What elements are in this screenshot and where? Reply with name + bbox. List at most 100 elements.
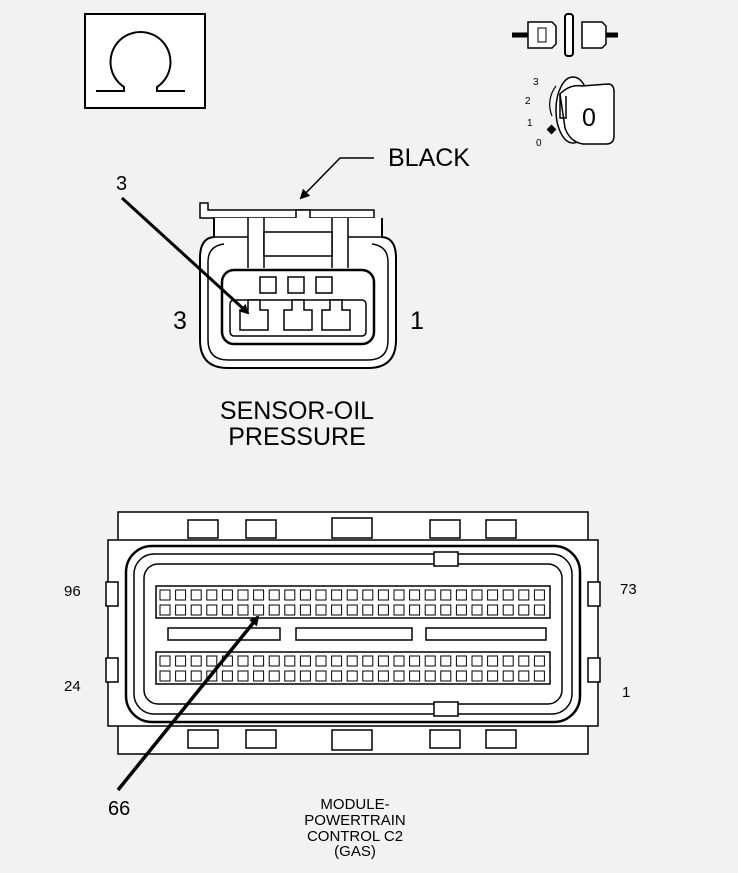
oil-pressure-sensor-connector xyxy=(199,202,397,369)
pin-cavity xyxy=(502,604,514,616)
pin-cavity xyxy=(487,604,499,616)
pin-cavity xyxy=(346,655,358,667)
pin-cavity xyxy=(299,670,311,682)
module-title-line-3: CONTROL C2 xyxy=(306,827,404,845)
pin-cavity xyxy=(502,670,514,682)
pin-cavity xyxy=(502,655,514,667)
pin-grid xyxy=(155,585,551,685)
pin-cavity xyxy=(346,670,358,682)
pin-cavity xyxy=(440,589,452,601)
module-title-line-4: (GAS) xyxy=(334,843,376,861)
pin-cavity xyxy=(175,604,187,616)
pin-cavity xyxy=(331,589,343,601)
wire-color-label: BLACK xyxy=(388,144,470,172)
pin-cavity xyxy=(299,589,311,601)
pin-cavity xyxy=(284,604,296,616)
pin-cavity xyxy=(487,589,499,601)
module-title-line-2: POWERTRAIN xyxy=(304,811,406,829)
pin-cavity xyxy=(440,604,452,616)
pin-cavity xyxy=(362,655,374,667)
pin-cavity xyxy=(159,589,171,601)
key-position-2: 2 xyxy=(525,96,531,107)
module-callout-pin-label: 66 xyxy=(108,798,131,820)
pin-cavity xyxy=(377,655,389,667)
pin-cavity xyxy=(190,604,202,616)
pin-cavity xyxy=(518,655,530,667)
pin-cavity xyxy=(455,670,467,682)
sensor-title-line-1: SENSOR-OIL xyxy=(219,397,375,425)
pin-cavity xyxy=(206,655,218,667)
module-pin-label-73: 73 xyxy=(620,581,637,598)
ohmmeter-icon xyxy=(84,13,206,109)
pin-cavity xyxy=(175,655,187,667)
pin-cavity xyxy=(299,604,311,616)
pin-cavity xyxy=(377,589,389,601)
pin-cavity xyxy=(284,589,296,601)
pin-cavity xyxy=(253,604,265,616)
pin-cavity xyxy=(518,604,530,616)
pin-cavity xyxy=(284,655,296,667)
module-pin-label-1: 1 xyxy=(622,684,631,701)
pin-cavity xyxy=(533,589,545,601)
key-position-1: 1 xyxy=(527,118,533,129)
sensor-left-pin-label: 3 xyxy=(173,307,187,335)
pin-cavity xyxy=(175,589,187,601)
key-position-3: 3 xyxy=(533,77,539,88)
pin-cavity xyxy=(315,670,327,682)
powertrain-module-connector xyxy=(105,511,601,755)
pin-cavity xyxy=(268,670,280,682)
module-pin-label-24: 24 xyxy=(64,678,81,695)
pin-cavity xyxy=(346,589,358,601)
pin-cavity xyxy=(409,655,421,667)
pin-cavity xyxy=(471,589,483,601)
pin-cavity xyxy=(455,655,467,667)
pin-cavity xyxy=(409,670,421,682)
pin-cavity xyxy=(190,670,202,682)
pin-cavity xyxy=(393,670,405,682)
pin-cavity xyxy=(331,670,343,682)
pin-cavity xyxy=(268,589,280,601)
sensor-title: SENSOR-OIL PRESSURE xyxy=(190,398,404,451)
pin-cavity xyxy=(424,670,436,682)
pin-cavity xyxy=(268,604,280,616)
pin-cavity xyxy=(471,655,483,667)
pin-cavity xyxy=(253,589,265,601)
pin-cavity xyxy=(253,655,265,667)
pin-cavity xyxy=(175,670,187,682)
pin-cavity xyxy=(393,604,405,616)
pin-cavity xyxy=(206,604,218,616)
module-title: MODULE- POWERTRAIN CONTROL C2 (GAS) xyxy=(280,797,430,860)
pin-cavity xyxy=(518,589,530,601)
pin-cavity xyxy=(190,589,202,601)
pin-cavity xyxy=(455,604,467,616)
pin-cavity xyxy=(440,670,452,682)
pin-cavity xyxy=(206,589,218,601)
pin-cavity xyxy=(533,655,545,667)
pin66-callout-line xyxy=(116,615,260,792)
pin-cavity xyxy=(362,589,374,601)
pin-cavity xyxy=(221,589,233,601)
disconnect-connector-icon xyxy=(512,13,618,57)
pin-cavity xyxy=(159,604,171,616)
key-position-0: 0 xyxy=(536,138,542,149)
pin-cavity xyxy=(518,670,530,682)
pin-cavity xyxy=(393,589,405,601)
pin-cavity xyxy=(159,670,171,682)
pin-cavity xyxy=(331,604,343,616)
key-current-position: 0 xyxy=(582,104,596,132)
pin-cavity xyxy=(440,655,452,667)
sensor-callout-pin-label: 3 xyxy=(116,173,128,195)
pin-cavity xyxy=(424,589,436,601)
pin-cavity xyxy=(424,604,436,616)
pin-cavity xyxy=(502,589,514,601)
pin-cavity xyxy=(487,670,499,682)
pin-cavity xyxy=(362,604,374,616)
pin-cavity xyxy=(253,670,265,682)
ignition-key-icon xyxy=(546,76,615,145)
sensor-right-pin-label: 1 xyxy=(410,307,424,335)
pin-cavity xyxy=(409,589,421,601)
pin-cavity xyxy=(237,604,249,616)
pin-cavity xyxy=(346,604,358,616)
pin-cavity xyxy=(393,655,405,667)
